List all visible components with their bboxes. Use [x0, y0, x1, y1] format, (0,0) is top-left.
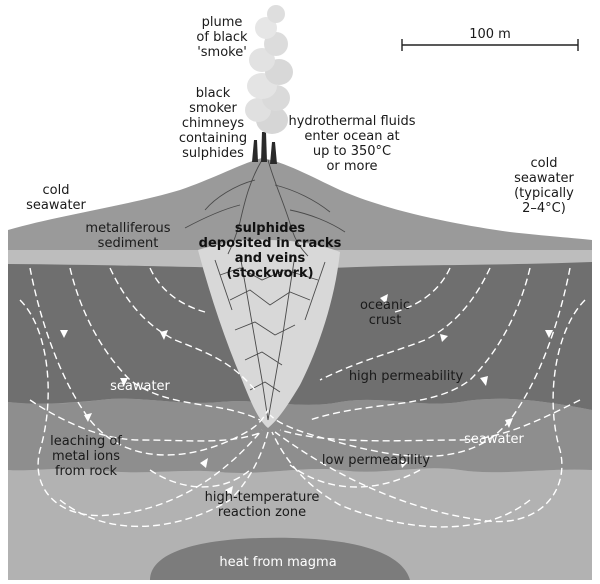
chimney	[261, 132, 267, 162]
flow-path	[289, 464, 421, 488]
label-line: smoker	[189, 101, 237, 116]
label-line: oceanic	[360, 298, 410, 313]
flow-path	[309, 267, 531, 421]
label-line: 2–4°C)	[522, 201, 566, 216]
label-line: cold	[531, 156, 558, 171]
arrow-icon	[120, 378, 128, 386]
arrow-icon	[440, 334, 448, 342]
label-line: cold	[43, 183, 70, 198]
flow-path	[59, 431, 269, 527]
label-line: 'smoke'	[197, 45, 247, 60]
label-line: (typically	[514, 186, 574, 201]
label-line: or more	[326, 159, 377, 174]
label-low-permeability: low permeability	[322, 453, 431, 468]
flow-path	[279, 399, 581, 442]
label-line: black	[196, 86, 231, 101]
arrow-icon	[200, 458, 208, 468]
label-line: up to 350°C	[313, 144, 391, 159]
label-line: crust	[369, 313, 402, 328]
label-line: seawater	[514, 171, 574, 186]
label-line: plume	[202, 15, 243, 30]
cracks	[184, 159, 346, 421]
label-line: leaching of	[50, 434, 122, 449]
label-line: sulphides	[182, 146, 244, 161]
label-seawater-left: seawater	[110, 379, 170, 394]
label-line: from rock	[55, 464, 118, 479]
mound	[8, 158, 592, 250]
label-line: hydrothermal fluids	[288, 114, 415, 129]
label-line: metalliferous	[85, 221, 170, 236]
mid-crust-layer	[8, 398, 592, 473]
label-seawater-right: seawater	[464, 432, 524, 447]
label-line: sulphides	[235, 221, 306, 236]
magma-layer	[150, 537, 410, 580]
arrow-icon	[225, 486, 233, 496]
smoke-plume	[245, 5, 293, 134]
arrow-icon	[480, 376, 488, 386]
label-line: (stockwork)	[226, 266, 313, 281]
flow-arrows	[60, 294, 553, 496]
label-line: seawater	[26, 198, 86, 213]
scale-bar: 100 m	[401, 27, 579, 51]
flow-path	[149, 469, 251, 488]
rock-layers	[8, 158, 592, 580]
smoke-puff	[249, 48, 275, 72]
seawater-flows	[19, 267, 586, 528]
reaction-zone-layer	[8, 468, 592, 580]
label-heat-from-magma: heat from magma	[219, 555, 336, 570]
flow-path	[19, 299, 263, 517]
smoke-puff	[255, 17, 277, 39]
flow-path	[29, 267, 269, 456]
arrow-icon	[400, 460, 408, 468]
flow-path	[271, 431, 531, 528]
label-line: and veins	[235, 251, 306, 266]
arrow-icon	[60, 330, 68, 338]
stockwork-zone	[198, 239, 340, 428]
label-line: high-temperature	[205, 490, 320, 505]
arrow-icon	[505, 418, 513, 428]
label-line: of black	[196, 30, 248, 45]
label-line: chimneys	[182, 116, 245, 131]
label-line: metal ions	[52, 449, 120, 464]
flow-path	[29, 399, 263, 442]
label-line: containing	[179, 131, 247, 146]
flow-path	[394, 267, 451, 313]
label-high-permeability: high permeability	[349, 369, 464, 384]
flow-path	[274, 299, 586, 523]
arrow-icon	[160, 330, 168, 340]
label-line: deposited in cracks	[199, 236, 342, 251]
label-line: reaction zone	[218, 505, 306, 520]
scale-bar-label: 100 m	[469, 27, 511, 42]
flow-path	[69, 267, 261, 421]
arrow-icon	[545, 330, 553, 338]
arrow-icon	[380, 294, 388, 304]
chimney	[252, 140, 258, 162]
flow-path	[149, 267, 206, 313]
black-smoker-chimneys	[252, 132, 277, 164]
flow-path	[269, 267, 571, 458]
smoke-puff	[267, 5, 285, 23]
label-line: enter ocean at	[304, 129, 399, 144]
arrow-icon	[84, 413, 92, 422]
chimney	[270, 142, 277, 164]
label-line: sediment	[98, 236, 159, 251]
